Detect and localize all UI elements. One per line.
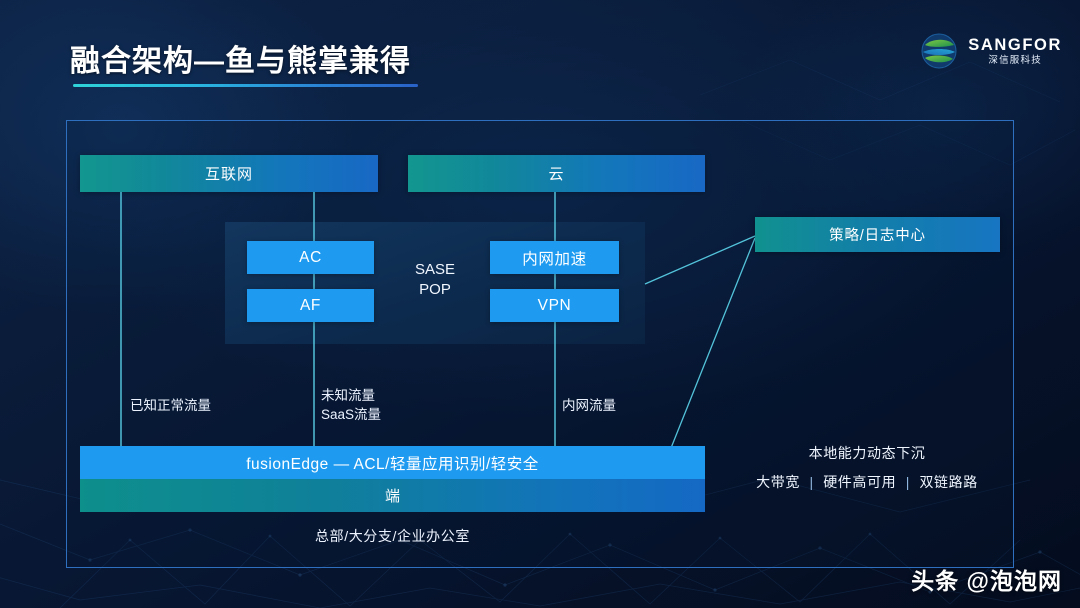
- brand-subtitle: 深信服科技: [988, 55, 1042, 66]
- sase-pop-label-line1: SASE: [414, 261, 456, 278]
- flow-label-known-traffic: 已知正常流量: [130, 396, 211, 415]
- module-af-label: AF: [299, 296, 321, 314]
- note-item-dual-link: 双链路路: [919, 474, 978, 490]
- node-endpoint[interactable]: 端: [80, 479, 705, 512]
- edge-location-caption: 总部/大分支/企业办公室: [315, 528, 470, 544]
- node-fusionedge-label: fusionEdge — ACL/轻量应用识别/轻安全: [246, 455, 539, 473]
- flow-label-unknown-traffic-line2: SaaS流量: [321, 407, 382, 422]
- node-internet-label: 互联网: [204, 166, 253, 183]
- node-policy-log-center-label: 策略/日志中心: [829, 228, 926, 244]
- note-separator-2: |: [905, 474, 910, 490]
- module-af[interactable]: AF: [247, 289, 374, 322]
- brand-name: SANGFOR: [968, 35, 1062, 54]
- module-intranet-acceleration[interactable]: 内网加速: [490, 241, 619, 274]
- note-headline: 本地能力动态下沉: [808, 445, 926, 461]
- watermark: 头条 @泡泡网: [911, 568, 1062, 594]
- flow-label-intranet-traffic-line1: 内网流量: [562, 398, 616, 413]
- node-policy-log-center[interactable]: 策略/日志中心: [755, 217, 1000, 252]
- sase-pop-label: SASE POP: [398, 260, 472, 300]
- node-fusionedge[interactable]: fusionEdge — ACL/轻量应用识别/轻安全: [80, 446, 705, 479]
- node-cloud[interactable]: 云: [408, 155, 705, 192]
- note-separator-1: |: [809, 474, 814, 490]
- node-cloud-label: 云: [548, 166, 565, 183]
- sangfor-globe-icon: [919, 31, 959, 71]
- module-ac-label: AC: [299, 248, 322, 266]
- module-intranet-acceleration-label: 内网加速: [522, 250, 587, 268]
- flow-label-intranet-traffic: 内网流量: [562, 396, 616, 415]
- flow-label-unknown-traffic: 未知流量 SaaS流量: [321, 386, 381, 424]
- note-item-bandwidth: 大带宽: [756, 474, 800, 490]
- brand-logo: SANGFOR 深信服科技: [919, 31, 1062, 71]
- background-glow-right: [740, 0, 1080, 260]
- note-capability-list: 大带宽 | 硬件高可用 | 双链路路: [717, 472, 1017, 492]
- flow-label-known-traffic-line1: 已知正常流量: [130, 398, 211, 413]
- node-internet[interactable]: 互联网: [80, 155, 378, 192]
- page-title: 融合架构—鱼与熊掌兼得: [70, 45, 411, 78]
- module-vpn-label: VPN: [537, 296, 572, 314]
- module-ac[interactable]: AC: [247, 241, 374, 274]
- node-endpoint-label: 端: [384, 488, 400, 505]
- sase-pop-label-line2: POP: [419, 281, 451, 298]
- title-underline: [73, 84, 418, 87]
- note-item-hardware-ha: 硬件高可用: [823, 474, 897, 490]
- module-vpn[interactable]: VPN: [490, 289, 619, 322]
- flow-label-unknown-traffic-line1: 未知流量: [321, 388, 375, 403]
